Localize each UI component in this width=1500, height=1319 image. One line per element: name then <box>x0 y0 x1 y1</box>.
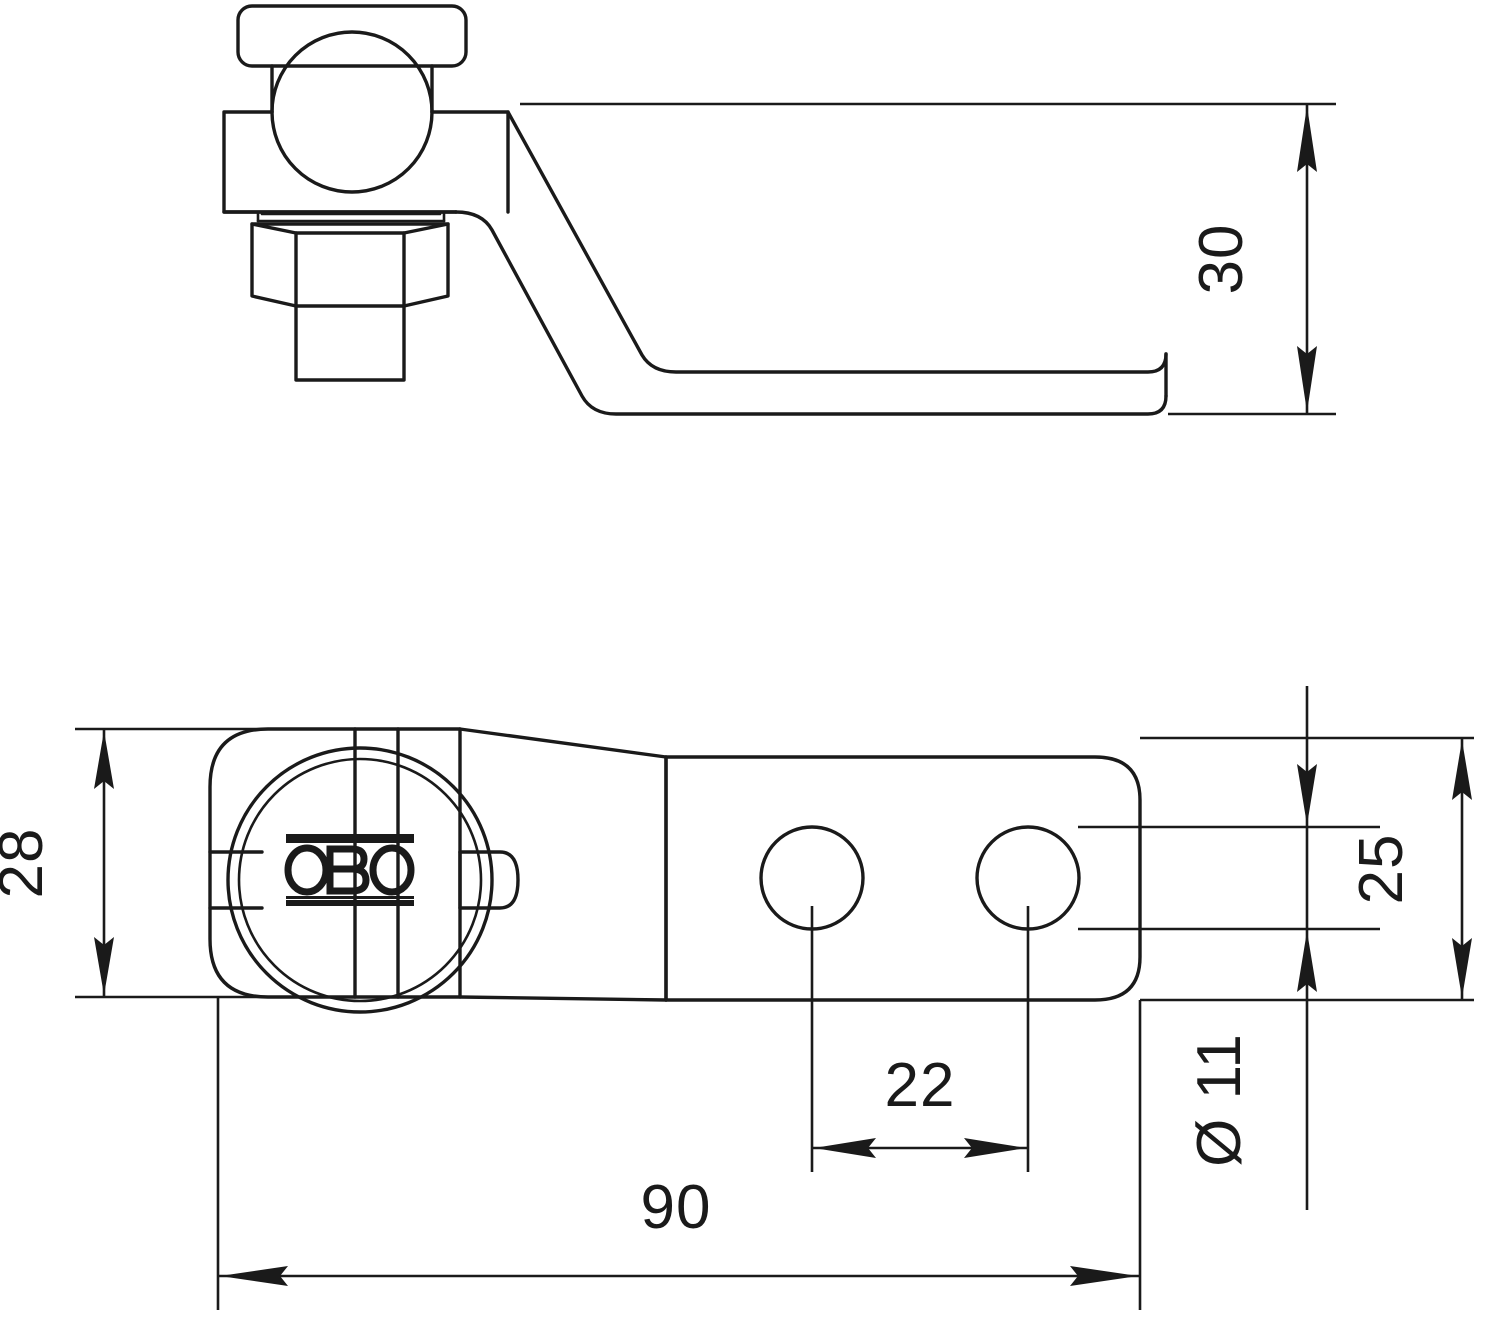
dim90-arrow-right <box>1070 1266 1138 1286</box>
conductor-saddle-circle <box>270 30 434 114</box>
threaded-stud <box>294 304 406 382</box>
obo-logo-letter-o-right <box>369 844 415 896</box>
dim30-label: 30 <box>1187 224 1256 295</box>
plan-saddle-tab-right <box>458 850 520 910</box>
side-view: 30 <box>222 4 1336 416</box>
dim30-arrow-top <box>1297 106 1317 172</box>
plan-saddle-tab-left <box>208 850 264 910</box>
hex-nut-facet-lines <box>294 231 406 308</box>
dim28-label: 28 <box>0 828 56 899</box>
bent-arm-lower-edge <box>454 210 1168 416</box>
hex-nut <box>250 222 450 308</box>
dim30-arrow-bottom <box>1297 346 1317 412</box>
obo-logo-letter-o-left <box>284 844 330 896</box>
obo-logo-bar-bottom <box>286 900 414 906</box>
dia11-arrow-bottom <box>1297 931 1317 992</box>
obo-logo-letter-b <box>326 845 370 895</box>
washer <box>256 212 446 223</box>
plan-view: 28 25 Ø 11 22 90 <box>0 686 1474 1310</box>
dim25-arrow-top <box>1452 740 1472 800</box>
dim28-arrow-bottom <box>94 937 114 995</box>
dia11-label: Ø 11 <box>1185 1033 1254 1167</box>
dim22-arrow-left <box>814 1138 876 1158</box>
dim25-label: 25 <box>1347 834 1416 905</box>
obo-logo-bar-bottom-2 <box>286 896 414 899</box>
dim22-label: 22 <box>885 1051 956 1120</box>
dim25-arrow-bottom <box>1452 938 1472 998</box>
clamp-bolt-head <box>236 4 468 68</box>
clamp-body-block <box>222 110 510 214</box>
dim22-arrow-right <box>964 1138 1026 1158</box>
bent-arm-upper-edge <box>506 110 1168 374</box>
washer-edges <box>256 212 446 223</box>
obo-logo-bar-top <box>286 834 414 840</box>
plan-bolt-head-outer-circle <box>226 746 494 1014</box>
conductor-saddle-arc-lower <box>270 110 434 194</box>
hex-nut-top-chamfer <box>250 222 450 235</box>
dim90-arrow-left <box>220 1266 288 1286</box>
obo-logo <box>284 834 415 906</box>
dim90-label: 90 <box>641 1173 712 1242</box>
plan-bolt-head-inner-circle <box>237 757 483 1003</box>
dia11-arrow-top <box>1297 764 1317 825</box>
obo-logo-bar-top-2 <box>286 840 414 843</box>
dim28-arrow-top <box>94 731 114 789</box>
plan-mounting-plate <box>664 755 1142 1002</box>
